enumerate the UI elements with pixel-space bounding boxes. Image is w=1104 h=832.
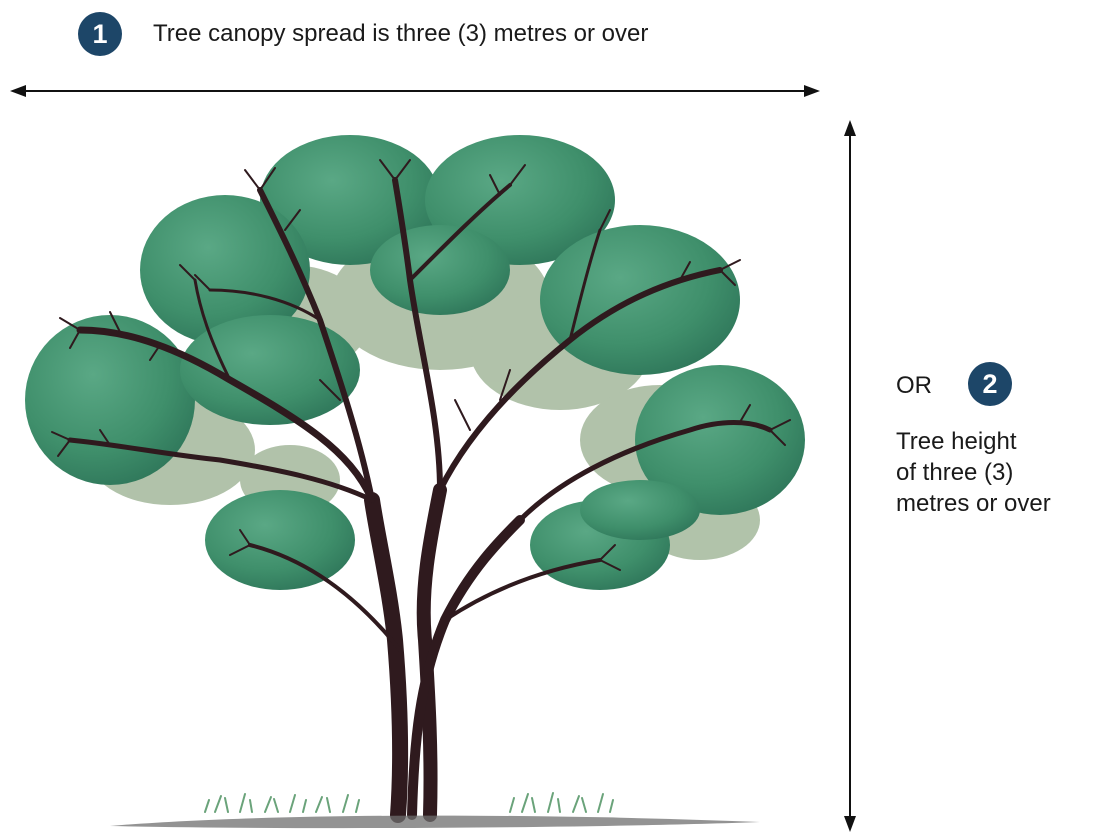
- height-number: 2: [982, 368, 998, 399]
- tree-illustration: [25, 135, 805, 829]
- foliage-canopy: [25, 135, 805, 590]
- canopy-spread-arrow: [10, 85, 820, 97]
- grass-base: [204, 792, 614, 813]
- ground-shadow: [110, 815, 760, 829]
- or-label: OR: [896, 372, 932, 399]
- tree-height-line-3: metres or over: [896, 490, 1051, 517]
- tree-height-label: Tree height of three (3) metres or over: [896, 426, 1101, 519]
- tree-height-line-2: of three (3): [896, 459, 1014, 486]
- height-number-badge: 2: [968, 362, 1012, 406]
- canopy-number-badge: 1: [78, 12, 122, 56]
- canopy-number: 1: [92, 18, 108, 49]
- tree-trunk-branches: [51, 159, 791, 823]
- canopy-spread-label: Tree canopy spread is three (3) metres o…: [153, 20, 649, 47]
- tree-height-arrow: [844, 120, 856, 832]
- tree-height-line-1: Tree height: [896, 428, 1017, 455]
